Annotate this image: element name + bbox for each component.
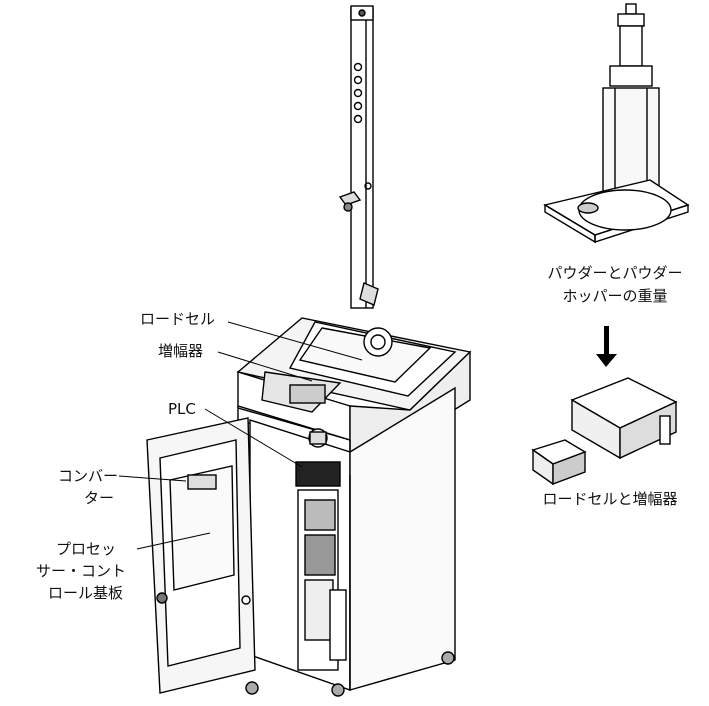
label-converter-line1: コンバー xyxy=(58,467,119,485)
leader-lines xyxy=(118,321,363,550)
cabinet-door xyxy=(146,417,455,697)
label-processor-line1: プロセッ xyxy=(56,540,117,558)
label-load-cell: ロードセル xyxy=(140,310,216,328)
powder-hopper xyxy=(543,3,690,244)
load-cell-amplifier xyxy=(531,377,678,486)
label-processor-line2: サー・コント xyxy=(36,562,127,580)
vertical-column xyxy=(338,5,379,309)
label-weight-line1: パウダーとパウダー xyxy=(547,264,683,282)
cabinet-body xyxy=(249,386,456,691)
label-load-cell-amplifier: ロードセルと増幅器 xyxy=(542,490,678,508)
label-weight-line2: ホッパーの重量 xyxy=(562,287,668,305)
down-arrow xyxy=(596,326,617,367)
label-plc: PLC xyxy=(168,400,196,418)
label-processor-line3: ロール基板 xyxy=(48,584,124,602)
label-converter-line2: ター xyxy=(84,489,115,507)
label-amplifier: 増幅器 xyxy=(158,342,204,360)
